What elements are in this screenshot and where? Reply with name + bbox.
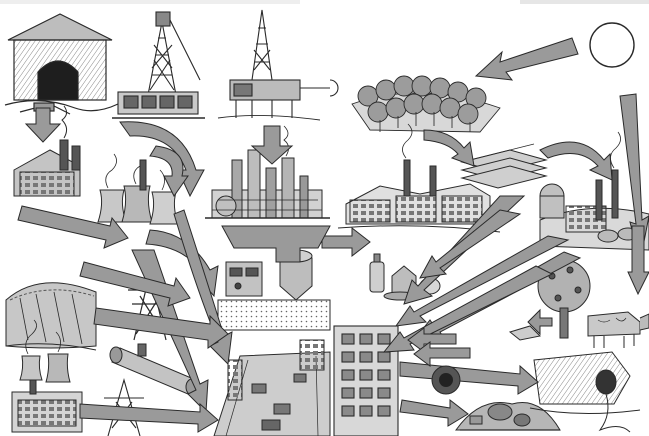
sun [590,23,634,67]
hydro-dam [6,283,96,350]
top-band-left [0,0,300,4]
outflow-pipe-inner-icon [439,373,453,387]
top-band [520,0,649,4]
apartment-building [334,326,398,436]
